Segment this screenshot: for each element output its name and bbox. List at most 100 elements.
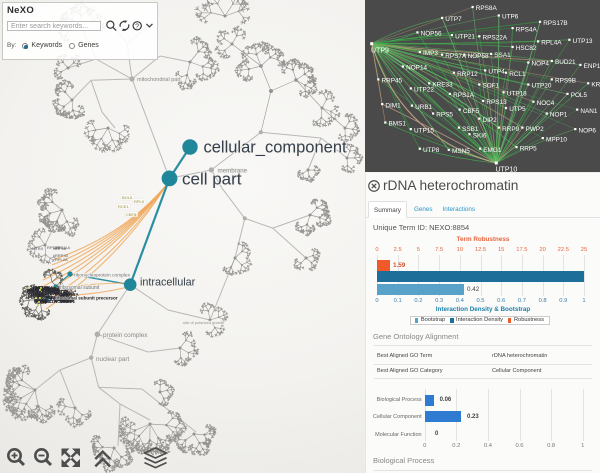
svg-text:IPI3: IPI3 <box>50 289 58 294</box>
svg-text:CBF5: CBF5 <box>463 108 480 115</box>
svg-text:UTP9: UTP9 <box>371 48 389 55</box>
svg-text:RPS1A: RPS1A <box>453 92 475 99</box>
svg-text:MAK21: MAK21 <box>60 299 75 304</box>
svg-text:CBF5: CBF5 <box>126 212 137 217</box>
svg-text:DBP10: DBP10 <box>38 293 53 298</box>
svg-text:NOP12: NOP12 <box>35 290 50 295</box>
svg-text:site of polarized growth: site of polarized growth <box>183 320 224 325</box>
svg-text:RPL4A: RPL4A <box>541 40 562 47</box>
svg-text:UTP22: UTP22 <box>414 87 434 94</box>
svg-text:NOC4: NOC4 <box>537 100 555 107</box>
svg-text:RPL3: RPL3 <box>61 293 73 298</box>
svg-text:MAK16: MAK16 <box>28 287 43 292</box>
svg-text:YTM1: YTM1 <box>49 291 61 296</box>
svg-text:HAS1: HAS1 <box>37 293 49 298</box>
svg-text:MPP10: MPP10 <box>546 136 567 143</box>
svg-text:TIF6: TIF6 <box>57 297 67 302</box>
svg-text:mitochondrial part: mitochondrial part <box>137 77 181 83</box>
svg-text:RPL2A: RPL2A <box>55 257 68 262</box>
svg-text:BMS1: BMS1 <box>389 121 407 128</box>
svg-text:URB2: URB2 <box>33 292 46 297</box>
svg-text:RPS5: RPS5 <box>436 112 453 119</box>
svg-text:RIX1: RIX1 <box>42 288 52 293</box>
svg-text:HSC82: HSC82 <box>516 45 537 52</box>
svg-text:RRP5: RRP5 <box>46 289 58 294</box>
svg-text:PUF6: PUF6 <box>57 293 69 298</box>
svg-text:NSA1: NSA1 <box>28 288 40 293</box>
svg-text:URB2: URB2 <box>56 294 69 299</box>
svg-text:SDA1: SDA1 <box>28 292 40 297</box>
svg-text:EMG1: EMG1 <box>483 147 502 154</box>
svg-text:SPB4: SPB4 <box>57 285 69 290</box>
svg-text:PWP2: PWP2 <box>526 126 545 133</box>
svg-text:ribonucleoprotein complex: ribonucleoprotein complex <box>74 273 131 279</box>
svg-text:MAK16: MAK16 <box>49 295 64 300</box>
svg-text:cellular_component: cellular_component <box>204 139 348 157</box>
svg-text:NMD3: NMD3 <box>47 289 60 294</box>
svg-text:NSA2: NSA2 <box>56 287 68 292</box>
svg-text:RCL1: RCL1 <box>509 71 526 78</box>
svg-text:URB1: URB1 <box>415 104 432 111</box>
svg-text:POL5: POL5 <box>571 92 588 99</box>
svg-text:UTP22: UTP22 <box>55 288 69 293</box>
svg-text:NOP7: NOP7 <box>41 287 54 292</box>
svg-text:NOC2: NOC2 <box>44 290 57 295</box>
svg-text:LSG1: LSG1 <box>35 300 47 305</box>
svg-text:DRS1: DRS1 <box>32 289 44 294</box>
svg-text:RCE1: RCE1 <box>118 204 129 209</box>
svg-text:RRP45: RRP45 <box>382 78 403 85</box>
svg-text:UTP21: UTP21 <box>455 33 475 40</box>
svg-text:CBF5: CBF5 <box>61 297 73 302</box>
svg-text:RPF2: RPF2 <box>54 298 66 303</box>
svg-text:HAS1: HAS1 <box>35 288 47 293</box>
svg-text:MTR4: MTR4 <box>32 246 44 251</box>
svg-text:DRS1: DRS1 <box>35 298 47 303</box>
svg-text:NSA1: NSA1 <box>34 298 46 303</box>
svg-text:RPL3: RPL3 <box>55 291 67 296</box>
svg-text:cell part: cell part <box>182 170 242 189</box>
svg-text:CBF5: CBF5 <box>50 297 62 302</box>
svg-text:BRX1: BRX1 <box>38 294 50 299</box>
svg-text:TIF6: TIF6 <box>28 287 38 292</box>
svg-text:UTP7: UTP7 <box>445 16 462 23</box>
svg-text:NOP58: NOP58 <box>53 246 67 251</box>
svg-text:KRE1: KRE1 <box>591 82 600 89</box>
svg-text:NOP53: NOP53 <box>36 299 51 304</box>
svg-text:UTP10: UTP10 <box>496 167 518 173</box>
svg-text:RPL10: RPL10 <box>52 287 66 292</box>
svg-text:RPS4B: RPS4B <box>47 245 60 250</box>
svg-text:LSG1: LSG1 <box>62 298 74 303</box>
svg-text:NOP1: NOP1 <box>550 112 568 119</box>
svg-text:RPS4A: RPS4A <box>516 26 538 33</box>
svg-text:NOG1: NOG1 <box>33 286 46 291</box>
svg-text:protein complex: protein complex <box>103 332 148 339</box>
svg-text:ERB1: ERB1 <box>35 291 47 296</box>
svg-text:DIP2: DIP2 <box>483 117 498 124</box>
svg-text:KRE33: KRE33 <box>432 82 453 89</box>
svg-text:NOP7: NOP7 <box>63 297 76 302</box>
svg-text:RLP24: RLP24 <box>39 285 53 290</box>
svg-text:SSB1: SSB1 <box>462 126 479 133</box>
svg-text:NAN1: NAN1 <box>580 108 597 115</box>
svg-text:UTP13: UTP13 <box>573 38 593 45</box>
svg-text:NOP56: NOP56 <box>421 31 442 38</box>
svg-text:YTM1: YTM1 <box>27 291 39 296</box>
svg-text:RPS9B: RPS9B <box>555 78 576 85</box>
svg-text:UTP6: UTP6 <box>502 14 519 21</box>
svg-text:ERB1: ERB1 <box>45 291 57 296</box>
svg-text:SSA1: SSA1 <box>494 52 511 59</box>
svg-text:intracellular: intracellular <box>140 277 196 289</box>
svg-text:NSA2: NSA2 <box>56 290 68 295</box>
svg-text:ENP1: ENP1 <box>584 63 600 70</box>
svg-text:RPS17B: RPS17B <box>543 20 568 27</box>
svg-text:BRX1: BRX1 <box>37 286 49 291</box>
svg-text:RIX1: RIX1 <box>61 293 71 298</box>
svg-text:DBP10: DBP10 <box>56 296 71 301</box>
svg-text:UTP4: UTP4 <box>488 69 505 76</box>
svg-text:NOC3: NOC3 <box>64 288 77 293</box>
svg-text:UTP18: UTP18 <box>507 91 527 98</box>
svg-text:BOL5: BOL5 <box>122 195 133 200</box>
svg-text:RRP45: RRP45 <box>55 253 69 258</box>
svg-text:RRP5: RRP5 <box>520 145 537 152</box>
svg-text:ribosomal subunit precursor: ribosomal subunit precursor <box>55 296 118 301</box>
